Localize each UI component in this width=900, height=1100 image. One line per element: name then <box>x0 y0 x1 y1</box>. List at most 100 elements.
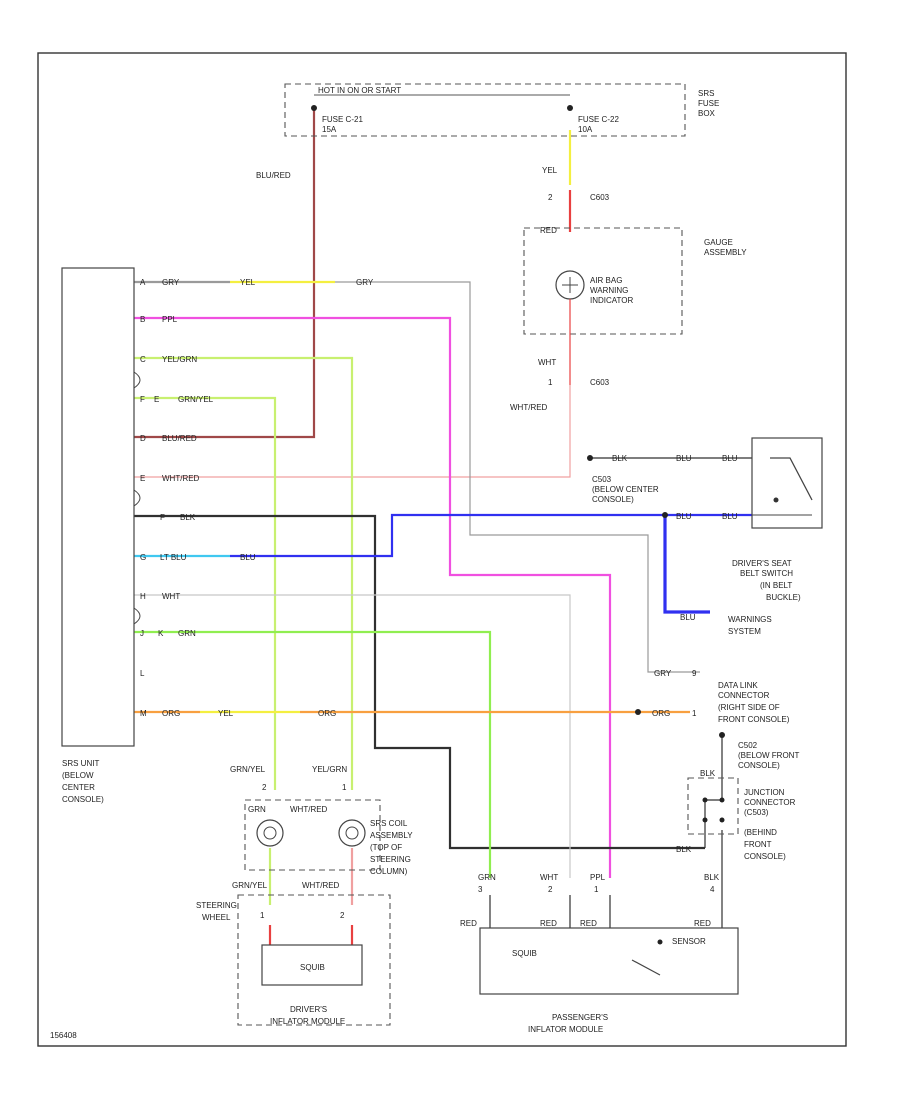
label-row5-wire: BLU/RED <box>162 434 197 443</box>
splice-blu-icon <box>662 512 668 518</box>
label-srs-unit-2: (BELOW <box>62 771 94 780</box>
wire-row9-wht <box>134 594 571 878</box>
label-gauge-2: ASSEMBLY <box>704 248 747 257</box>
label-p-red1: RED <box>460 919 477 928</box>
srs-coil-box <box>244 799 381 871</box>
label-dlc-pin-b: 1 <box>692 709 697 718</box>
label-blu-seat-3: BLU <box>676 512 692 521</box>
label-srs-unit-1: SRS UNIT <box>62 759 99 768</box>
label-driver-2: INFLATOR MODULE <box>270 1017 345 1026</box>
label-pass-1: PASSENGER'S <box>552 1013 608 1022</box>
label-p-sensor: SENSOR <box>672 937 706 946</box>
label-coil-4: STEERING <box>370 855 411 864</box>
label-grn-yel-col: GRN/YEL <box>230 765 266 774</box>
label-fuse-22-amp: 10A <box>578 125 593 134</box>
label-srs-fuse-box-3: BOX <box>698 109 716 118</box>
srs-fuse-box <box>284 83 686 137</box>
label-dlc-4: FRONT CONSOLE) <box>718 715 790 724</box>
label-coil-3: (TOP OF <box>370 843 402 852</box>
label-coil-1: SRS COIL <box>370 819 408 828</box>
label-gry-dlc: GRY <box>654 669 672 678</box>
label-p-red2: RED <box>540 919 557 928</box>
label-dlc-3: (RIGHT SIDE OF <box>718 703 780 712</box>
passenger-inflator-box <box>479 927 739 995</box>
label-grn-yel-sw: GRN/YEL <box>232 881 268 890</box>
label-fuse-hot: HOT IN ON OR START <box>318 86 401 95</box>
label-pass-2: INFLATOR MODULE <box>528 1025 603 1034</box>
sensor-contact-icon <box>657 939 663 945</box>
label-coil-5: COLUMN) <box>370 867 408 876</box>
lamp-filament-icon <box>562 277 578 293</box>
driver-squib-box <box>261 944 363 986</box>
label-dlc-2: CONNECTOR <box>718 691 770 700</box>
label-wht-red-cc: WHT/RED <box>290 805 328 814</box>
label-c603-top: C603 <box>590 193 610 202</box>
wire-row8-blu <box>230 513 752 558</box>
label-warn-sys-1: WARNINGS <box>728 615 772 624</box>
jc-node-1-icon <box>702 797 708 803</box>
label-fuse-21-amp: 15A <box>322 125 337 134</box>
label-row4-pin-b: E <box>154 395 159 404</box>
label-row11-pin: L <box>140 669 145 678</box>
label-dlc-pin: 9 <box>692 669 697 678</box>
label-dlc-1: DATA LINK <box>718 681 758 690</box>
fuse-c22-terminal <box>567 105 573 111</box>
label-row6-wire: WHT/RED <box>162 474 200 483</box>
label-c502-3: CONSOLE) <box>738 761 780 770</box>
label-warn-2: WARNING <box>590 286 628 295</box>
label-c502-1: C502 <box>738 741 758 750</box>
label-sw-1: STEERING <box>196 901 237 910</box>
wire-row7-blk <box>134 514 705 850</box>
label-row2-pin: B <box>140 315 145 324</box>
label-p-pin2: 2 <box>548 885 553 894</box>
srs-unit-box <box>61 267 135 747</box>
label-jc-3: (C503) <box>744 808 769 817</box>
wire-wht-red <box>134 385 571 478</box>
label-p-pin3: 3 <box>478 885 483 894</box>
label-c503-2: (BELOW CENTER <box>592 485 659 494</box>
label-row4-wire: GRN/YEL <box>178 395 214 404</box>
label-srs-fuse-box-1: SRS <box>698 89 714 98</box>
passenger-sensor-switch-icon <box>631 959 661 976</box>
label-row10-pin-b: K <box>158 629 164 638</box>
label-c603-bot: C603 <box>590 378 610 387</box>
label-p-red3: RED <box>580 919 597 928</box>
coil-right-icon <box>338 819 366 847</box>
label-row12-wire-b: YEL <box>218 709 234 718</box>
label-blu-warn: BLU <box>680 613 696 622</box>
label-row9-wire: WHT <box>162 592 180 601</box>
wire-blk-c502 <box>704 735 723 848</box>
label-row10-pin: J <box>140 629 144 638</box>
label-row8-pin: G <box>140 553 146 562</box>
srs-shorting-bar-1 <box>133 371 141 389</box>
wire-blu-red <box>134 108 316 439</box>
label-jc-5: FRONT <box>744 840 772 849</box>
label-wire-blu-red: BLU/RED <box>256 171 291 180</box>
srs-shorting-bar-3 <box>133 607 141 625</box>
coil-left-icon <box>256 819 284 847</box>
seat-belt-switch-contact-icon <box>770 457 813 501</box>
srs-shorting-bar-2 <box>133 489 141 507</box>
label-blu-seat-1: BLU <box>676 454 692 463</box>
label-warn-sys-2: SYSTEM <box>728 627 761 636</box>
label-squib-d: SQUIB <box>300 963 325 972</box>
junction-connector-box <box>687 777 739 835</box>
label-c502-2: (BELOW FRONT <box>738 751 799 760</box>
wire-row4-grn-yel <box>134 396 277 790</box>
wire-row3-yel-grn <box>134 356 354 790</box>
label-ppl-p: PPL <box>590 873 606 882</box>
label-row10-wire: GRN <box>178 629 196 638</box>
label-pin-1-gauge: 1 <box>548 378 553 387</box>
wire-blu-warnings <box>663 515 710 614</box>
label-wire-wht-gauge: WHT <box>538 358 556 367</box>
label-jc-6: CONSOLE) <box>744 852 786 861</box>
label-c503-3: CONSOLE) <box>592 495 634 504</box>
splice-org-icon <box>635 709 641 715</box>
label-sw-2: WHEEL <box>202 913 231 922</box>
label-row7-pin: F <box>160 513 165 522</box>
label-grn-p: GRN <box>478 873 496 882</box>
coil-left-inner-icon <box>263 826 277 840</box>
label-c503-1: C503 <box>592 475 612 484</box>
label-driver-1: DRIVER'S <box>290 1005 327 1014</box>
